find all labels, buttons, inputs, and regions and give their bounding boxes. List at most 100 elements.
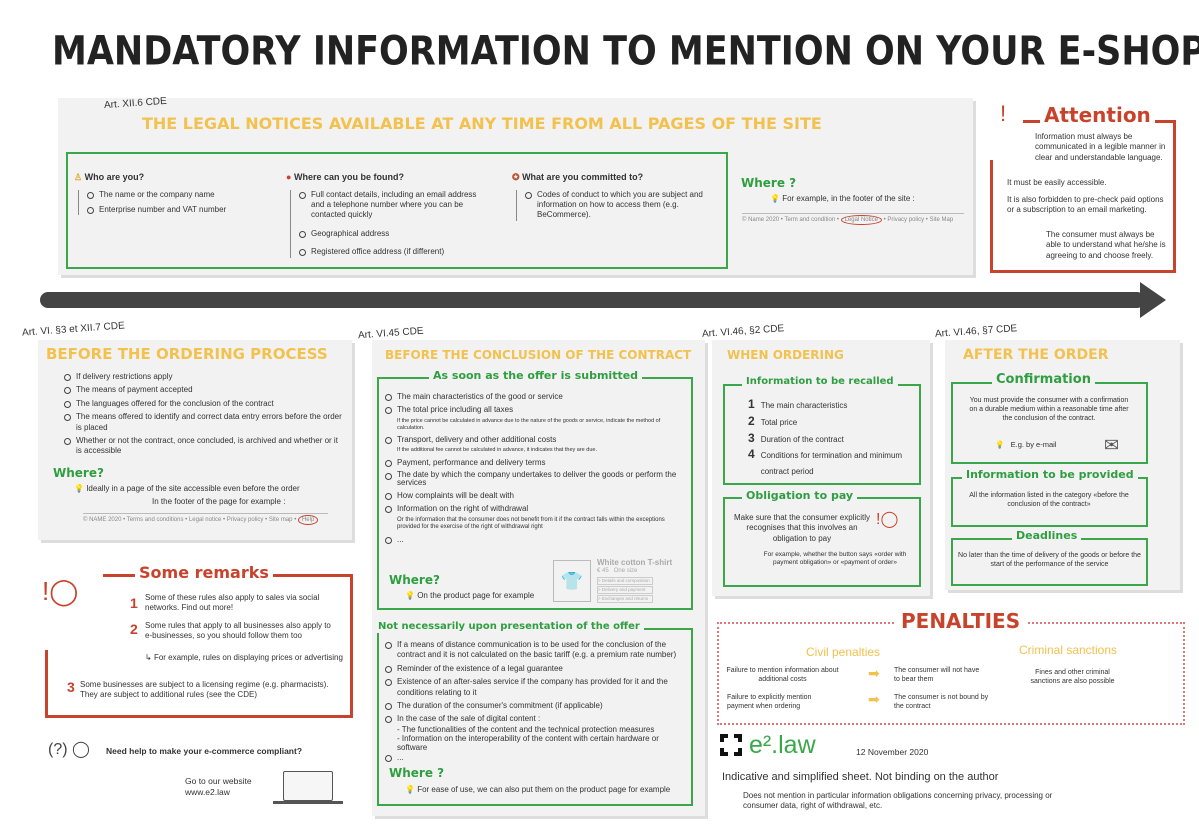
list-item: The main characteristics of the good or … xyxy=(385,392,687,402)
confirm-title: Confirmation xyxy=(992,372,1095,389)
remark-number: 3 xyxy=(67,679,75,695)
where-text: 💡 For example, in the footer of the site… xyxy=(770,194,915,203)
help-link[interactable]: Help xyxy=(297,515,319,525)
list-item: ... xyxy=(385,535,687,545)
where-text: 💡 For ease of use, we can also put them … xyxy=(405,785,671,794)
before-ordering-list: If delivery restrictions apply The means… xyxy=(64,372,344,460)
list-item: Registered office address (if different) xyxy=(299,247,486,257)
committed-title: What are you committed to? xyxy=(522,172,644,182)
list-item: The date by which the company undertakes… xyxy=(385,470,687,488)
not-necessarily-list: If a means of distance communication is … xyxy=(385,640,687,766)
list-item: In the case of the sale of digital conte… xyxy=(385,714,687,724)
confirm-text: You must provide the consumer with a con… xyxy=(969,397,1129,423)
deadlines-text: No later than the time of delivery of th… xyxy=(958,552,1141,569)
tshirt-image: 👕 xyxy=(553,560,591,602)
list-item: Geographical address xyxy=(299,229,486,239)
lightbulb-icon: 💡 xyxy=(405,785,415,794)
where-text: 💡 Ideally in a page of the site accessib… xyxy=(74,484,300,493)
before-ordering-panel xyxy=(38,340,352,540)
list-item: Full contact details, including an email… xyxy=(299,190,486,221)
where-label: Where ? xyxy=(741,176,797,190)
who-column: ♙ Who are you? The name or the company n… xyxy=(74,172,274,220)
footer-example: © Name 2020 • Term and condition • Legal… xyxy=(742,213,964,225)
remark-1: Some of these rules also apply to sales … xyxy=(145,593,320,613)
list-item: The means of payment accepted xyxy=(64,385,344,395)
penalties-title: PENALTIES xyxy=(895,608,1027,634)
when-ordering-heading: WHEN ORDERING xyxy=(727,348,844,362)
deadlines-title: Deadlines xyxy=(1012,529,1082,544)
arrow-right-icon: ➡ xyxy=(868,665,880,681)
list-item: How complaints will be dealt with xyxy=(385,491,687,501)
lightbulb-icon: 💡 xyxy=(770,194,780,203)
article-ref: Art. VI.46, §7 CDE xyxy=(934,323,1018,340)
attention-title: Attention xyxy=(1040,102,1155,128)
civil-title: Civil penalties xyxy=(806,645,881,659)
not-necessarily-title: Not necessarily upon presentation of the… xyxy=(376,620,644,633)
list-item: Codes of conduct to which you are subjec… xyxy=(525,190,717,221)
list-item: Information on the right of withdrawal xyxy=(385,504,687,514)
list-item: If delivery restrictions apply xyxy=(64,372,344,382)
note: If the additional fee cannot be calculat… xyxy=(397,447,597,454)
product-mockup: White cotton T-shirt € 45 One size > Det… xyxy=(597,558,673,603)
committed-column: ✪ What are you committed to? Codes of co… xyxy=(512,172,717,226)
arrow-right-icon: ➡ xyxy=(868,691,880,707)
list-item: ... xyxy=(385,753,687,763)
page-title: MANDATORY INFORMATION TO MENTION ON YOUR… xyxy=(52,28,1199,75)
attention-p2: It must be easily accessible. xyxy=(1007,178,1107,187)
attention-p3: It is also forbidden to pre-check paid o… xyxy=(1007,195,1164,215)
date: 12 November 2020 xyxy=(856,747,929,757)
pay-text: Make sure that the consumer explicitly r… xyxy=(733,513,871,543)
provided-text: All the information listed in the catego… xyxy=(969,492,1129,509)
list-item: Enterprise number and VAT number xyxy=(87,205,274,215)
person-alert-icon: !◯ xyxy=(876,511,899,528)
civil-cause-1: Failure to mention information about add… xyxy=(726,667,839,684)
location-pin-icon: ● xyxy=(286,172,292,182)
attention-p1: Information must always be communicated … xyxy=(1035,132,1166,162)
legal-notice-link[interactable]: Legal Notice xyxy=(840,215,882,225)
website-link[interactable]: www.e2.law xyxy=(185,787,230,798)
pay-example: For example, whether the button says «or… xyxy=(763,551,907,567)
legal-notices-panel xyxy=(58,98,973,275)
question-person-icon: (?) ◯ xyxy=(48,741,90,758)
criminal-text: Fines and other criminal sanctions are a… xyxy=(1030,669,1115,686)
list-item: The languages offered for the conclusion… xyxy=(64,399,344,409)
remark-2-example: ↳ For example, rules on displaying price… xyxy=(145,653,343,662)
disclaimer: Indicative and simplified sheet. Not bin… xyxy=(722,771,999,783)
list-item: The duration of the consumer's commitmen… xyxy=(385,701,687,711)
lightbulb-icon: 💡 xyxy=(74,484,84,493)
lightbulb-icon: 💡 xyxy=(995,440,1005,449)
legal-notices-box xyxy=(66,152,728,269)
list-item: The name or the company name xyxy=(87,190,274,200)
where-text-2: In the footer of the page for example : xyxy=(152,497,286,506)
before-ordering-heading: BEFORE THE ORDERING PROCESS xyxy=(46,345,328,363)
who-title: Who are you? xyxy=(84,172,145,182)
list-item: Payment, performance and delivery terms xyxy=(385,458,687,468)
where-label: Where? xyxy=(389,573,440,587)
provided-title: Information to be provided xyxy=(962,468,1138,483)
list-item: The total price including all taxes xyxy=(385,405,687,415)
civil-result-2: The consumer is not bound by the contrac… xyxy=(894,694,989,711)
person-icon: ♙ xyxy=(74,172,83,182)
product-name: White cotton T-shirt xyxy=(597,558,673,567)
pay-title: Obligation to pay xyxy=(742,489,858,504)
after-order-heading: AFTER THE ORDER xyxy=(963,347,1109,363)
where-label: Where? xyxy=(53,466,104,480)
remarks-title: Some remarks xyxy=(135,563,273,584)
help-question: Need help to make your e-commerce compli… xyxy=(106,746,303,756)
list-item: If a means of distance communication is … xyxy=(385,640,687,661)
found-column: ● Where can you be found? Full contact d… xyxy=(286,172,486,263)
lightbulb-icon: 💡 xyxy=(405,591,415,600)
civil-result-1: The consumer will not have to bear them xyxy=(894,667,980,684)
submitted-list: The main characteristics of the good or … xyxy=(385,392,687,549)
arrow-head xyxy=(1140,282,1166,318)
before-contract-heading: BEFORE THE CONCLUSION OF THE CONTRACT xyxy=(385,348,692,362)
disclaimer-note: Does not mention in particular informati… xyxy=(743,791,1053,811)
remark-3: Some businesses are subject to a licensi… xyxy=(80,680,329,700)
footer-example: © NAME 2020 • Terms and conditions • Leg… xyxy=(83,513,328,525)
list-item: The means offered to identify and correc… xyxy=(64,412,344,433)
person-alert-icon: !◯ xyxy=(38,555,103,650)
